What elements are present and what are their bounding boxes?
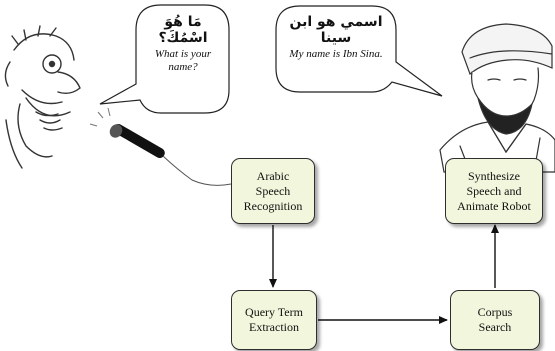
node-query-extraction: Query Term Extraction bbox=[231, 290, 317, 350]
microphone-cable bbox=[162, 155, 232, 186]
left-bubble-text: مَا هُوَ اسْمُكَ؟ What is your name? bbox=[140, 14, 226, 73]
right-bubble-arabic: اسمي هو ابن سينا bbox=[289, 14, 383, 47]
node-corpus-search: Corpus Search bbox=[450, 290, 540, 350]
node-speech-recognition: Arabic Speech Recognition bbox=[231, 158, 315, 224]
ibn-sina-portrait-icon bbox=[439, 23, 555, 173]
left-bubble-english: What is your name? bbox=[154, 48, 212, 73]
cartoon-face-icon bbox=[4, 25, 81, 169]
left-bubble-arabic: مَا هُوَ اسْمُكَ؟ bbox=[158, 14, 208, 47]
right-bubble-text: اسمي هو ابن سينا My name is Ibn Sina. bbox=[280, 14, 392, 61]
microphone-icon bbox=[89, 107, 165, 158]
right-bubble-english: My name is Ibn Sina. bbox=[289, 48, 383, 61]
right-speech-bubble bbox=[275, 5, 443, 97]
node-synthesize-speech: Synthesize Speech and Animate Robot bbox=[445, 158, 543, 224]
left-speech-bubble bbox=[99, 4, 230, 114]
